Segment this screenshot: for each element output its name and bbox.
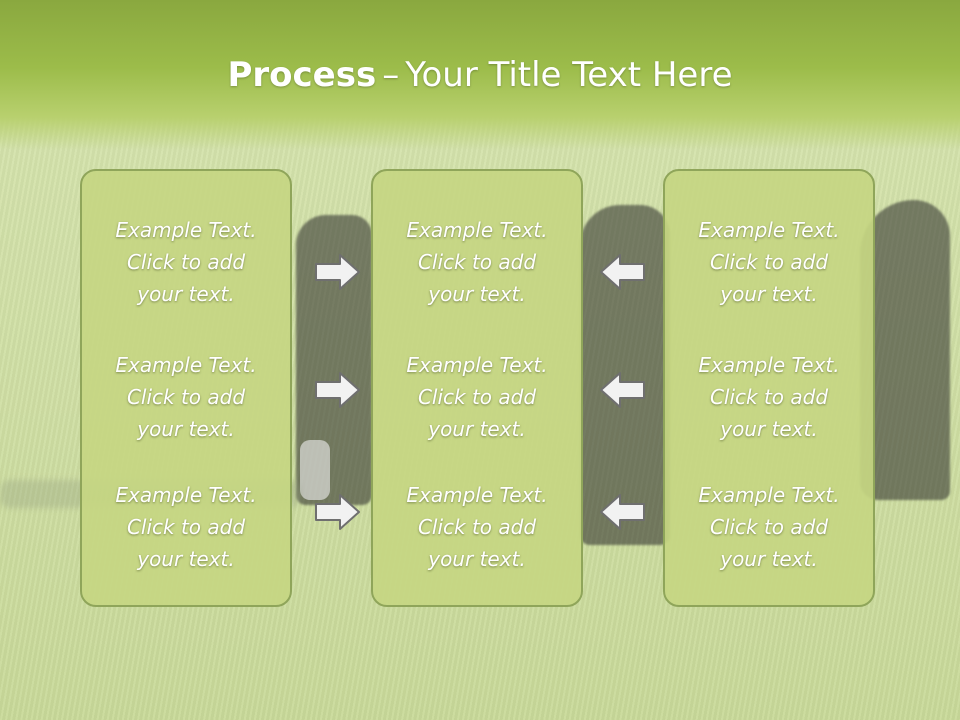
text-line: your text. — [137, 547, 235, 571]
process-box-right[interactable]: Example Text. Click to add your text. Ex… — [663, 169, 875, 607]
title-separator: – — [382, 55, 400, 95]
arrow-right-icon — [314, 492, 362, 532]
arrow-left-icon — [598, 252, 646, 292]
arrow-right-icon — [314, 252, 362, 292]
text-item[interactable]: Example Text. Click to add your text. — [82, 479, 290, 575]
text-item[interactable]: Example Text. Click to add your text. — [82, 349, 290, 445]
arrow-right-icon — [314, 370, 362, 410]
text-line: Example Text. — [406, 353, 548, 377]
arrow-left-icon — [598, 492, 646, 532]
arrow-left-icon — [598, 370, 646, 410]
text-line: your text. — [720, 547, 818, 571]
header-band — [0, 0, 960, 150]
text-line: Example Text. — [698, 218, 840, 242]
text-item[interactable]: Example Text. Click to add your text. — [665, 479, 873, 575]
title-bold: Process — [227, 55, 377, 95]
text-item[interactable]: Example Text. Click to add your text. — [373, 479, 581, 575]
text-line: your text. — [428, 417, 526, 441]
title-rest: Your Title Text Here — [405, 55, 733, 95]
background-dog-middle — [580, 205, 670, 545]
text-line: Click to add — [709, 515, 829, 539]
text-line: your text. — [720, 282, 818, 306]
text-line: Example Text. — [406, 483, 548, 507]
text-item[interactable]: Example Text. Click to add your text. — [373, 214, 581, 310]
text-line: Example Text. — [698, 483, 840, 507]
text-line: Click to add — [126, 250, 246, 274]
text-line: Click to add — [709, 385, 829, 409]
text-item[interactable]: Example Text. Click to add your text. — [373, 349, 581, 445]
text-line: Click to add — [417, 250, 537, 274]
text-line: Click to add — [417, 515, 537, 539]
text-line: Click to add — [126, 385, 246, 409]
text-line: Example Text. — [698, 353, 840, 377]
text-line: Click to add — [709, 250, 829, 274]
background-dog-tail — [300, 440, 330, 500]
text-item[interactable]: Example Text. Click to add your text. — [82, 214, 290, 310]
text-line: Example Text. — [115, 483, 257, 507]
text-line: your text. — [137, 417, 235, 441]
text-line: your text. — [137, 282, 235, 306]
process-box-left[interactable]: Example Text. Click to add your text. Ex… — [80, 169, 292, 607]
text-line: Example Text. — [406, 218, 548, 242]
text-item[interactable]: Example Text. Click to add your text. — [665, 214, 873, 310]
text-line: Example Text. — [115, 353, 257, 377]
text-line: Click to add — [126, 515, 246, 539]
text-line: Example Text. — [115, 218, 257, 242]
text-line: your text. — [428, 282, 526, 306]
text-line: your text. — [720, 417, 818, 441]
text-line: Click to add — [417, 385, 537, 409]
background-dog-right — [860, 200, 950, 500]
process-box-middle[interactable]: Example Text. Click to add your text. Ex… — [371, 169, 583, 607]
slide-title[interactable]: Process–Your Title Text Here — [0, 50, 960, 100]
text-item[interactable]: Example Text. Click to add your text. — [665, 349, 873, 445]
text-line: your text. — [428, 547, 526, 571]
